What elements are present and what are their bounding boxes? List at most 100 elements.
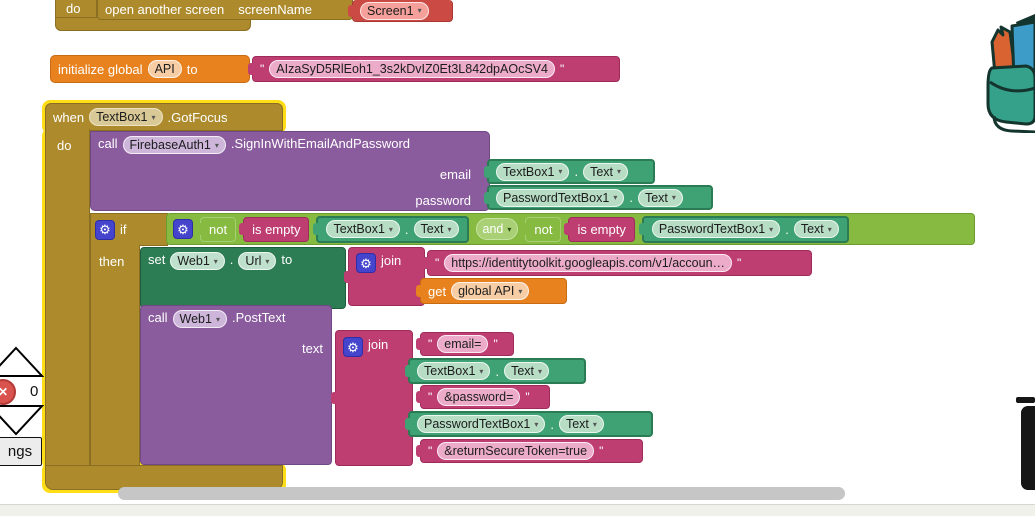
initialize-global-label: initialize global (58, 61, 143, 77)
not-block[interactable]: not (525, 216, 562, 242)
trash-can-icon[interactable] (1016, 397, 1035, 403)
firebase-signin-call-block[interactable]: call FirebaseAuth1 .SignInWithEmailAndPa… (90, 131, 490, 211)
close-quote (560, 62, 564, 76)
bottom-panel-strip (0, 504, 1035, 516)
close-quote (493, 337, 497, 351)
if-block-header[interactable]: ⚙ if (90, 213, 168, 246)
warning-triangle-up-icon[interactable] (0, 346, 44, 378)
screen-name-param-label: screenName (238, 2, 312, 17)
if-label: if (120, 222, 127, 237)
api-key-value[interactable]: AIzaSyD5RlEoh1_3s2kDvIZ0Et3L842dpAOcSV4 (269, 60, 555, 78)
is-empty-label: is empty (252, 221, 301, 237)
dot-separator: . (629, 190, 633, 205)
text-value[interactable]: email= (437, 335, 489, 353)
when-gotfocus-block-header[interactable]: when TextBox1 .GotFocus (45, 103, 283, 131)
cond1-getter-block[interactable]: TextBox1 . Text (316, 215, 469, 243)
when-do-label: do (57, 138, 72, 153)
screen-name-dropdown-block[interactable]: Screen1 (352, 0, 453, 22)
mutator-gear-icon[interactable]: ⚙ (95, 219, 115, 240)
getter-component-dropdown[interactable]: TextBox1 (326, 220, 400, 238)
mutator-gear-icon[interactable]: ⚙ (343, 337, 363, 357)
and-operator-dropdown[interactable]: and (475, 218, 519, 240)
event-name-label: .GotFocus (167, 109, 228, 125)
web-posttext-call-block[interactable]: call Web1 .PostText text (140, 305, 332, 465)
dot-separator: . (574, 164, 579, 179)
email-param-text-block[interactable]: email= (420, 332, 514, 356)
not-label: not (534, 221, 553, 237)
when-label: when (53, 109, 85, 125)
if-block-left-rail[interactable] (90, 245, 140, 465)
textbox-getter-block[interactable]: TextBox1 . Text (408, 358, 586, 384)
posttext-method-label: .PostText (231, 310, 286, 325)
password-getter-block[interactable]: PasswordTextBox1 . Text (487, 185, 713, 210)
close-quote (525, 390, 529, 404)
close-quote (599, 444, 603, 458)
open-quote (435, 256, 439, 270)
mutator-gear-icon[interactable]: ⚙ (173, 219, 193, 239)
when-component-dropdown[interactable]: TextBox1 (89, 108, 163, 126)
dot-separator: . (404, 221, 409, 237)
text-value[interactable]: &returnSecureToken=true (437, 442, 595, 460)
warning-triangle-down-icon[interactable] (0, 404, 44, 436)
firebase-component-dropdown[interactable]: FirebaseAuth1 (122, 136, 226, 154)
getter-property-dropdown[interactable]: Text (583, 162, 629, 181)
join-label: join (381, 253, 402, 268)
show-warnings-label: ngs (7, 443, 33, 460)
trash-can-icon[interactable] (1021, 406, 1035, 490)
getter-property-dropdown[interactable]: Text (637, 188, 683, 207)
not-block[interactable]: not (200, 216, 237, 242)
mutator-gear-icon[interactable]: ⚙ (356, 253, 376, 273)
dot-separator: . (785, 221, 789, 237)
horizontal-scrollbar[interactable] (118, 487, 845, 500)
setter-component-dropdown[interactable]: Web1 (170, 252, 225, 270)
email-getter-block[interactable]: TextBox1 . Text (487, 159, 655, 184)
setter-property-dropdown[interactable]: Url (238, 252, 277, 270)
when-block-left-rail[interactable] (45, 129, 90, 467)
securetoken-param-text-block[interactable]: &returnSecureToken=true (420, 439, 643, 463)
getter-property-dropdown[interactable]: Text (504, 362, 550, 380)
url-text-block[interactable]: https://identitytoolkit.googleapis.com/v… (427, 250, 812, 276)
cond2-getter-block[interactable]: PasswordTextBox1 . Text (641, 215, 849, 243)
screen-name-dropdown[interactable]: Screen1 (360, 1, 429, 20)
getter-component-dropdown[interactable]: PasswordTextBox1 (417, 415, 546, 433)
is-empty-block[interactable]: is empty (568, 216, 635, 242)
initialize-global-block[interactable]: initialize global API to (50, 55, 250, 83)
error-indicator-icon[interactable]: ✕ (0, 379, 16, 405)
text-value[interactable]: &password= (437, 388, 521, 406)
getter-property-dropdown[interactable]: Text (793, 220, 839, 238)
set-web-url-block[interactable]: set Web1 . Url to (140, 247, 346, 309)
is-empty-block[interactable]: is empty (243, 216, 310, 242)
url-text-value[interactable]: https://identitytoolkit.googleapis.com/v… (444, 254, 733, 272)
set-label: set (148, 252, 166, 267)
dot-separator: . (495, 363, 500, 379)
show-warnings-button[interactable]: ngs (0, 437, 42, 466)
join-url-block[interactable]: ⚙ join (348, 247, 425, 306)
global-var-dropdown[interactable]: global API (451, 282, 530, 300)
global-var-name-field[interactable]: API (147, 60, 182, 78)
is-empty-label: is empty (577, 221, 626, 237)
get-label: get (428, 283, 447, 299)
web-component-dropdown[interactable]: Web1 (172, 310, 227, 328)
dot-separator: . (550, 416, 554, 432)
api-key-text-block[interactable]: AIzaSyD5RlEoh1_3s2kDvIZ0Et3L842dpAOcSV4 (252, 56, 620, 82)
join-post-block[interactable]: ⚙ join (335, 330, 413, 466)
getter-component-dropdown[interactable]: TextBox1 (417, 362, 491, 380)
backpack-icon[interactable] (986, 8, 1035, 133)
password-param-label: password (415, 193, 471, 208)
getter-property-dropdown[interactable]: Text (413, 220, 459, 238)
open-quote (428, 444, 432, 458)
getter-component-dropdown[interactable]: TextBox1 (496, 162, 570, 181)
open-another-screen-block[interactable]: open another screen screenName (97, 0, 353, 20)
get-global-api-block[interactable]: get global API (420, 278, 567, 304)
getter-component-dropdown[interactable]: PasswordTextBox1 (651, 220, 781, 238)
then-label: then (99, 254, 125, 269)
passwordtextbox-getter-block[interactable]: PasswordTextBox1 . Text (408, 411, 653, 437)
getter-property-dropdown[interactable]: Text (558, 415, 604, 433)
join-label: join (368, 337, 389, 352)
error-x-icon: ✕ (0, 385, 9, 399)
password-param-text-block[interactable]: &password= (420, 385, 550, 409)
getter-component-dropdown[interactable]: PasswordTextBox1 (496, 188, 625, 207)
and-condition-block[interactable]: ⚙ not is empty TextBox1 . Text and not i… (166, 213, 975, 245)
to-label: to (186, 61, 198, 77)
